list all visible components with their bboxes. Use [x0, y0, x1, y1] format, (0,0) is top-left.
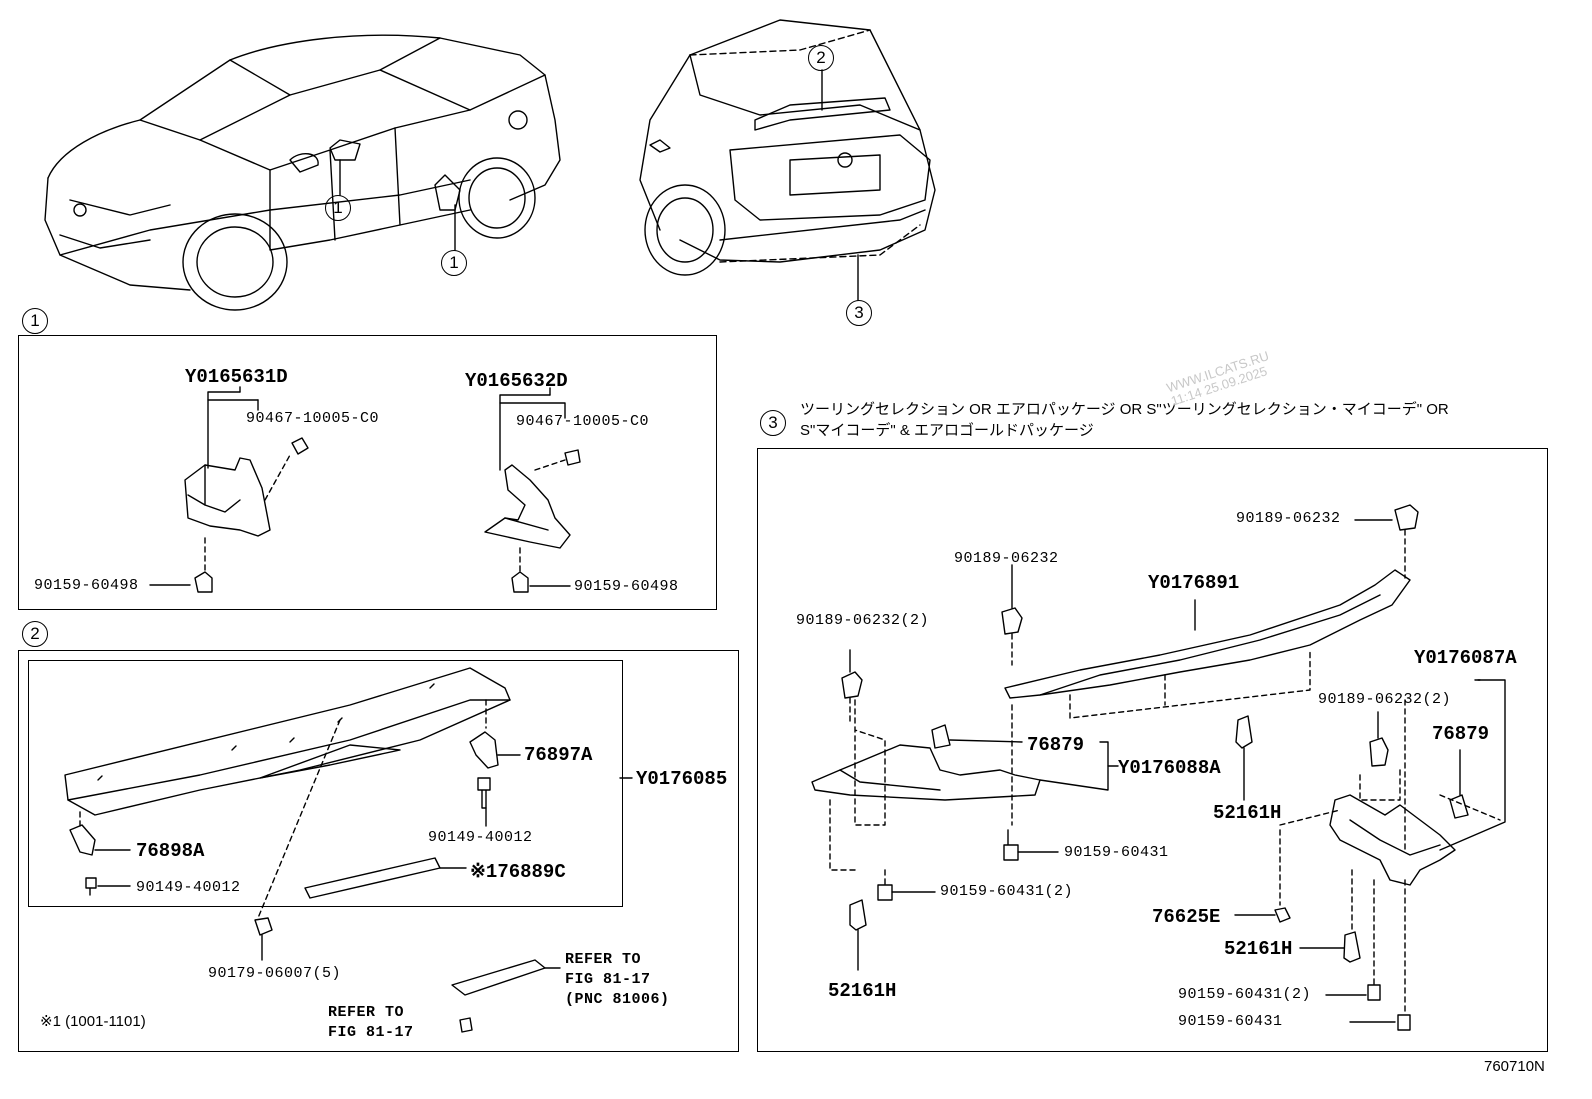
section-3-marker: 3	[760, 410, 786, 436]
section-1-marker: 1	[22, 308, 48, 334]
callout-3-rear-bumper[interactable]: 3	[846, 300, 872, 326]
section-2-frame	[18, 650, 739, 1052]
part-90189-06232-right[interactable]: 90189-06232(2)	[1318, 691, 1452, 708]
refer-note-lamp: REFER TO FIG 81-17 (PNC 81006)	[565, 950, 670, 1010]
section-3-note-line1: ツーリングセレクション OR エアロパッケージ OR S"ツーリングセレクション…	[800, 401, 1449, 418]
car-rear-view	[639, 19, 936, 276]
section-1-frame	[18, 335, 717, 610]
part-Y0165631D[interactable]: Y0165631D	[185, 366, 288, 388]
part-Y0176088A[interactable]: Y0176088A	[1118, 757, 1221, 779]
section3-artwork	[811, 504, 1506, 1031]
section-2-marker: 2	[22, 621, 48, 647]
part-90159-60431-lower-right-2[interactable]: 90159-60431(2)	[1178, 986, 1312, 1003]
part-90159-60431-lower-right[interactable]: 90159-60431	[1178, 1013, 1283, 1030]
refer-note-lamp-line3: (PNC 81006)	[565, 991, 670, 1008]
part-90159-60431-mid[interactable]: 90159-60431	[1064, 844, 1169, 861]
part-90159-60431-left[interactable]: 90159-60431(2)	[940, 883, 1074, 900]
refer-note-clip-line2: FIG 81-17	[328, 1024, 414, 1041]
refer-note-lamp-line1: REFER TO	[565, 951, 642, 968]
part-90149-40012-right[interactable]: 90149-40012	[428, 829, 533, 846]
part-Y0176087A[interactable]: Y0176087A	[1414, 647, 1517, 669]
callout-1-front-door[interactable]: 1	[325, 195, 351, 221]
section1-artwork	[149, 386, 581, 593]
part-90159-60498-left[interactable]: 90159-60498	[34, 577, 139, 594]
part-76879-mid[interactable]: 76879	[1027, 734, 1085, 756]
part-90149-40012-left[interactable]: 90149-40012	[136, 879, 241, 896]
part-90179-06007[interactable]: 90179-06007(5)	[208, 965, 342, 982]
part-76889C[interactable]: ※176889C	[470, 861, 566, 883]
part-Y0165632D[interactable]: Y0165632D	[465, 370, 568, 392]
part-Y0176891[interactable]: Y0176891	[1148, 572, 1240, 594]
refer-note-lamp-line2: FIG 81-17	[565, 971, 651, 988]
part-Y0176085[interactable]: Y0176085	[636, 768, 728, 790]
part-76879-right[interactable]: 76879	[1432, 723, 1490, 745]
footnote: ※1 (1001-1101)	[40, 1013, 146, 1030]
part-52161H-left[interactable]: 52161H	[828, 980, 897, 1002]
part-76897A[interactable]: 76897A	[524, 744, 593, 766]
part-90467-10005-C0-left[interactable]: 90467-10005-C0	[246, 410, 380, 427]
part-90159-60498-right[interactable]: 90159-60498	[574, 578, 679, 595]
part-90189-06232-left[interactable]: 90189-06232(2)	[796, 612, 930, 629]
callout-2-spoiler[interactable]: 2	[808, 45, 834, 71]
part-52161H-lower-right[interactable]: 52161H	[1224, 938, 1293, 960]
part-90467-10005-C0-right[interactable]: 90467-10005-C0	[516, 413, 650, 430]
section-2-inner-frame	[28, 660, 623, 907]
part-90189-06232-top-right[interactable]: 90189-06232	[1236, 510, 1341, 527]
part-76898A[interactable]: 76898A	[136, 840, 205, 862]
figure-id: 760710N	[1484, 1058, 1545, 1075]
refer-note-clip-line1: REFER TO	[328, 1004, 405, 1021]
part-90189-06232-mid[interactable]: 90189-06232	[954, 550, 1059, 567]
car-front-view	[44, 34, 561, 311]
section-3-frame	[757, 448, 1548, 1052]
refer-note-clip: REFER TO FIG 81-17	[328, 1003, 414, 1043]
section2-artwork	[64, 667, 633, 1033]
part-52161H-mid[interactable]: 52161H	[1213, 802, 1282, 824]
callout-1-rocker[interactable]: 1	[441, 250, 467, 276]
part-76625E[interactable]: 76625E	[1152, 906, 1221, 928]
section-3-note-line2: S"マイコーデ" & エアロゴールドパッケージ	[800, 422, 1094, 439]
